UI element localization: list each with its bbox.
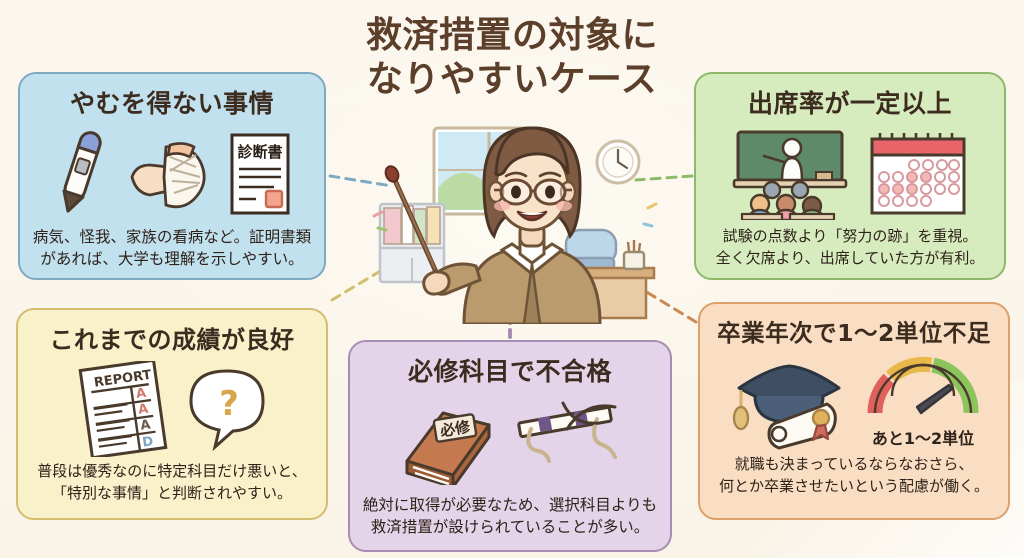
page-title-line-2: なりやすいケース	[366, 58, 658, 100]
card-reason: やむを得ない事情	[18, 72, 326, 280]
card-required-title: 必修科目で不合格	[407, 357, 612, 386]
students-group	[740, 180, 836, 220]
card-credits-body-line-1: 就職も決まっているならなおさら、	[734, 455, 974, 473]
classroom-icon	[732, 130, 848, 220]
card-attendance-body: 試験の点数より「努力の跡」を重視。 全く欠席より、出席していた方が有利。	[708, 226, 992, 270]
card-grades-body-line-2: 「特別な事情」と判断されやすい。	[51, 483, 292, 502]
card-required: 必修科目で不合格 必修	[348, 340, 672, 552]
teacher-figure-icon	[422, 126, 602, 324]
page-title: 救済措置の対象に なりやすいケース	[330, 14, 694, 102]
calendar-icon	[870, 133, 966, 215]
gauge-label: あと1〜2単位	[871, 429, 975, 448]
card-grades-body: 普段は優秀なのに特定科目だけ悪いと、 「特別な事情」と判断されやすい。	[30, 461, 314, 505]
card-credits-body-line-2: 何とか卒業させたいという配慮が働く。	[718, 476, 989, 495]
pointer-stick-icon	[384, 165, 439, 275]
card-reason-body-line-2: があれば、大学も理解を示しやすい。	[40, 250, 304, 269]
question-bubble-icon: ?	[189, 369, 265, 451]
card-reason-body: 病気、怪我、家族の看病など。証明書類 があれば、大学も理解を示しやすい。	[32, 226, 312, 271]
connector-green	[634, 174, 694, 182]
wall-clock-icon	[595, 139, 641, 185]
teacher-silhouette	[762, 137, 804, 182]
report-grade-1: A	[135, 386, 147, 402]
card-grades-icons: REPORT A A A D	[30, 361, 314, 457]
card-attendance-title: 出席率が一定以上	[747, 89, 952, 118]
card-attendance-icons	[708, 126, 992, 222]
gauge-icon	[867, 356, 979, 415]
card-required-body-line-1: 絶対に取得が必要なため、選択科目よりも	[362, 496, 658, 514]
card-credits: 卒業年次で1〜2単位不足	[698, 302, 1010, 520]
certificate-label: 診断書	[237, 143, 282, 161]
card-credits-icons: あと1〜2単位	[712, 354, 996, 450]
card-grades-body-line-1: 普段は優秀なのに特定科目だけ悪いと、	[37, 462, 307, 480]
medical-certificate-icon: 診断書	[230, 133, 290, 215]
card-credits-body: 就職も決まっているならなおさら、 何とか卒業させたいという配慮が働く。	[712, 454, 996, 498]
teacher-illustration	[372, 126, 658, 324]
card-grades: これまでの成績が良好 REPORT A A	[16, 308, 328, 520]
card-attendance-body-line-2: 全く欠席より、出席していた方が有利。	[715, 248, 985, 267]
hurdle-icon	[517, 401, 617, 463]
connector-orange	[638, 286, 698, 324]
question-mark-glyph: ?	[219, 384, 239, 424]
textbook-label: 必修	[438, 418, 472, 441]
card-required-body-line-2: 救済措置が設けられていることが多い。	[370, 518, 650, 537]
card-grades-title: これまでの成績が良好	[49, 326, 295, 354]
page-title-line-1: 救済措置の対象に	[365, 15, 658, 56]
card-reason-icons: 診断書	[32, 126, 312, 222]
card-reason-title: やむを得ない事情	[69, 89, 274, 118]
bookshelf-icon	[378, 202, 446, 284]
card-reason-body-line-1: 病気、怪我、家族の看病など。証明書類	[32, 228, 312, 246]
card-required-body: 絶対に取得が必要なため、選択科目よりも 救済措置が設けられていることが多い。	[362, 494, 658, 539]
graduation-cap-icon	[732, 364, 841, 450]
gauge-group: あと1〜2単位	[865, 355, 981, 449]
textbook-icon: 必修	[405, 411, 491, 485]
card-attendance: 出席率が一定以上	[694, 72, 1006, 280]
bandaged-arm-icon	[130, 142, 206, 209]
card-attendance-body-line-1: 試験の点数より「努力の跡」を重視。	[722, 227, 978, 245]
card-required-icons: 必修	[362, 394, 658, 490]
report-grade-4: D	[141, 434, 154, 450]
report-card-icon: REPORT A A A D	[78, 361, 168, 457]
pen-cup-icon	[622, 240, 646, 271]
report-grade-3: A	[139, 417, 151, 433]
connector-blue	[328, 174, 394, 188]
diploma-icon	[767, 402, 837, 450]
card-credits-title: 卒業年次で1〜2単位不足	[717, 319, 991, 347]
confetti-decor	[372, 202, 658, 232]
report-grade-2: A	[137, 402, 149, 418]
thermometer-icon	[62, 131, 102, 213]
